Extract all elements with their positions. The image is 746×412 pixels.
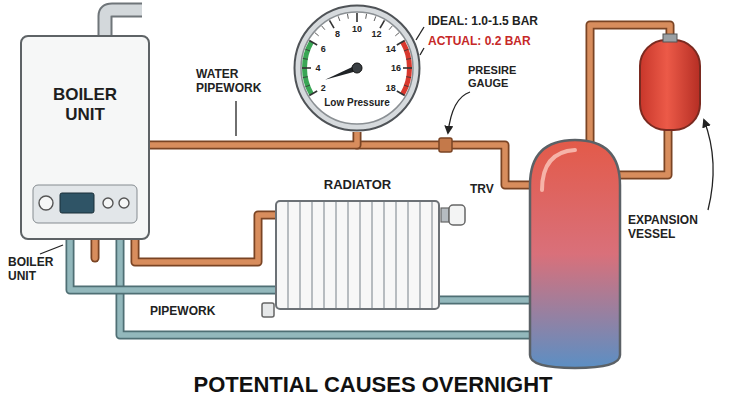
- gauge-tick: [309, 41, 317, 46]
- gauge-tick: [389, 26, 392, 30]
- radiator-flow-pipe: [135, 215, 275, 262]
- gauge-tick: [303, 58, 308, 60]
- pipe-connector: [150, 132, 357, 145]
- gauge-number: 10: [352, 24, 362, 34]
- pipe-outline: [70, 240, 275, 290]
- panel-plate: [33, 185, 137, 223]
- gauge-dial: [293, 4, 421, 132]
- pipe-label: PIPEWORK: [150, 305, 215, 319]
- boiler-label: BOILER UNIT: [8, 256, 64, 284]
- gauge-tick: [395, 33, 399, 36]
- pressure-gauge: Low Pressure: [293, 4, 421, 132]
- ideal-pressure: IDEAL: 1.0-1.5 BAR: [428, 15, 538, 29]
- gauge-tick: [305, 49, 310, 51]
- gauge-tick: [404, 49, 409, 51]
- gauge-tick: [374, 16, 376, 21]
- gauge-tick: [397, 91, 405, 96]
- leader-arrow: [448, 92, 470, 133]
- leader-line: [416, 27, 424, 40]
- gauge-number: 16: [391, 63, 401, 73]
- diagram-title: POTENTIAL CAUSES OVERNIGHT: [0, 372, 746, 398]
- vessel-label: EXPANSION VESSEL: [628, 214, 720, 242]
- pipe-outline: [150, 132, 357, 145]
- radiator-flow-pipe: [135, 215, 275, 262]
- gauge-tick: [406, 76, 411, 78]
- pipe-fill: [70, 240, 275, 290]
- gauge-tick: [330, 20, 335, 28]
- pipe-label: WATER PIPEWORK: [196, 68, 276, 96]
- gauge-tick: [305, 85, 310, 87]
- gauge-tick: [302, 67, 311, 69]
- expansion-vessel: [640, 40, 700, 130]
- vessel-valve: [663, 34, 677, 42]
- gauge-tick: [404, 85, 409, 87]
- gauge-number: 2: [321, 82, 326, 92]
- actual-pressure: ACTUAL: 0.2 BAR: [428, 35, 531, 49]
- gauge-number: 6: [321, 43, 326, 53]
- gauge-number: 12: [371, 29, 381, 39]
- leader-line: [40, 245, 63, 254]
- gauge-bezel: [295, 6, 420, 131]
- gauge-green-band: [302, 41, 314, 96]
- radiator-heading: RADIATOR: [277, 178, 438, 193]
- boiler-stub: [92, 240, 98, 258]
- cylinder-highlight: [542, 150, 575, 190]
- gauge-tick: [347, 14, 349, 19]
- boiler-stub: [91, 240, 100, 258]
- gauge-tick: [365, 14, 367, 19]
- vessel-feed-pipe: [620, 130, 668, 175]
- pipe-fill: [150, 132, 357, 145]
- radiator-return-pipe: [440, 296, 530, 305]
- gauge-tick: [303, 76, 308, 78]
- flue-pipe: [105, 10, 142, 36]
- gauge-tick: [322, 26, 325, 30]
- gauge-tick: [406, 58, 411, 60]
- gauge-tick: [403, 67, 412, 69]
- boiler-display: [60, 193, 94, 213]
- gauge-number: 8: [335, 29, 340, 39]
- flue-outline: [105, 10, 142, 36]
- gauge-number: 18: [386, 82, 396, 92]
- trv-head: [449, 205, 465, 225]
- radiator: RADIATOR: [275, 200, 440, 310]
- boiler-knob: [119, 198, 129, 208]
- boiler-title: BOILER UNIT: [22, 85, 148, 124]
- gauge-tick: [338, 16, 340, 21]
- gauge-tick: [356, 13, 358, 22]
- gauge-number: 14: [386, 43, 396, 53]
- hot-water-cylinder: [530, 140, 620, 368]
- boiler-control-panel: [32, 184, 138, 224]
- gauge-number: 4: [315, 63, 320, 73]
- gauge-tick: [315, 33, 319, 36]
- leader-arrow: [704, 120, 713, 210]
- gauge-red-band: [400, 41, 412, 96]
- gauge-needle: [325, 65, 358, 79]
- lockshield-valve: [262, 303, 274, 317]
- gauge-tick: [397, 41, 405, 46]
- gauge-face: [301, 12, 413, 124]
- gauge-tick: [380, 20, 385, 28]
- gauge-tick: [309, 91, 317, 96]
- gauge-hub: [352, 63, 362, 73]
- radiator-return-pipe: [440, 297, 530, 303]
- gauge-caption: Low Pressure: [293, 97, 421, 109]
- vessel-feed-pipe: [620, 130, 668, 175]
- gauge-label: PRESIRE GAUGE: [468, 64, 532, 89]
- pipe-tee: [439, 138, 452, 152]
- trv-body: [441, 208, 449, 222]
- boiler-knob: [39, 196, 53, 210]
- valve-label: TRV: [470, 183, 494, 197]
- boiler-knob: [103, 198, 113, 208]
- boiler-unit: BOILER UNIT: [20, 35, 150, 240]
- leader-line: [235, 101, 236, 136]
- leader-line: [420, 48, 424, 55]
- pipe-connector: [70, 240, 275, 290]
